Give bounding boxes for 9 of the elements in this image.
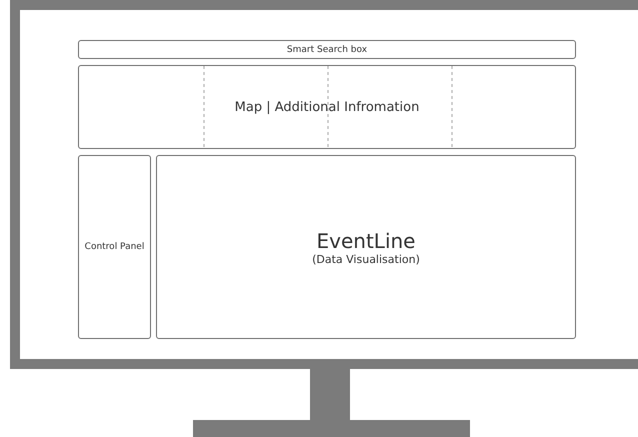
search-bar — [78, 40, 576, 59]
panel-title: EventLine — [316, 228, 416, 252]
panel-title: Map | Additional Infromation — [234, 100, 420, 114]
visualisation-panel — [156, 155, 576, 339]
map-panel — [78, 65, 576, 149]
panel-subtitle: (Data Visualisation) — [312, 252, 420, 266]
panel-title: Smart Search box — [286, 44, 368, 54]
panel-title: Control Panel — [84, 242, 144, 252]
control-panel — [78, 155, 151, 339]
